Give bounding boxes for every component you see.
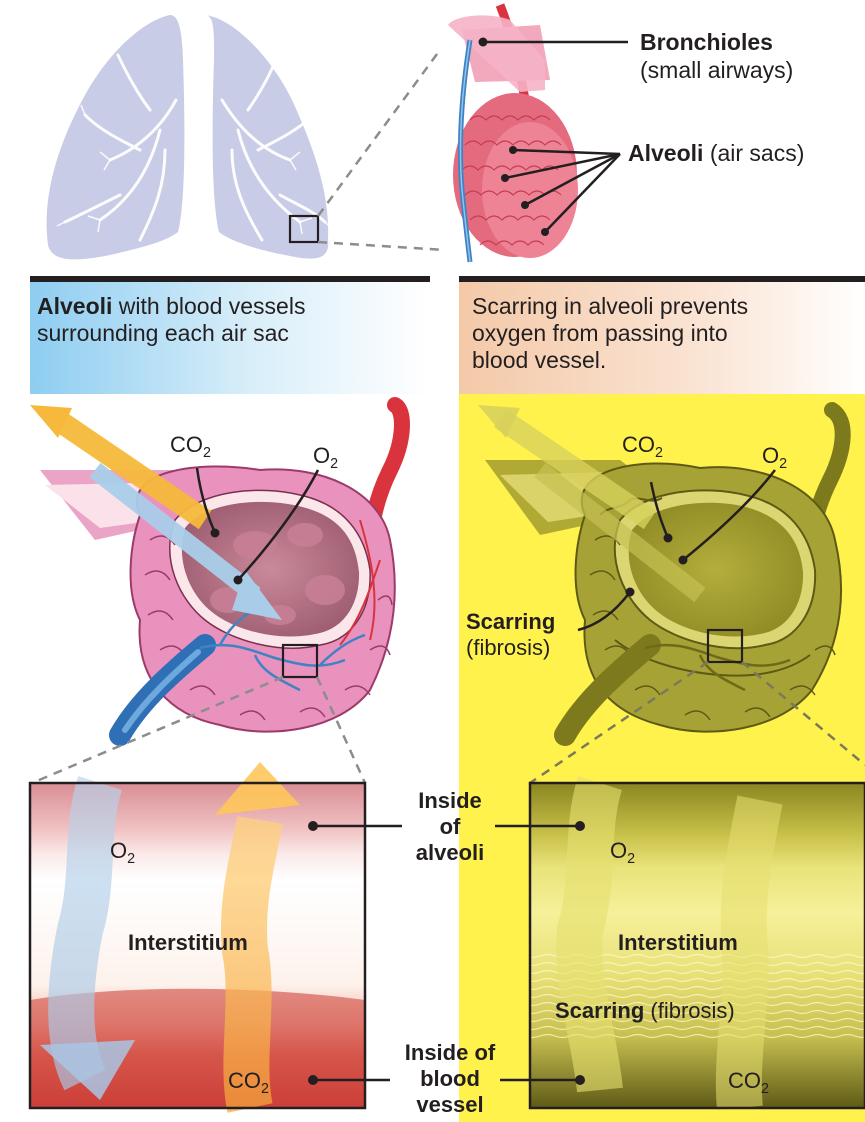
left-o2-label: O2 (313, 443, 338, 472)
o2-text: O (762, 443, 779, 468)
right-co2-label: CO2 (622, 432, 663, 461)
left-caption-line1: with blood vessels (112, 293, 305, 319)
co2-text: CO (728, 1068, 761, 1093)
co2-text: CO (228, 1068, 261, 1093)
leader-dot (308, 1075, 318, 1085)
leader-dot (501, 174, 509, 182)
right-box-scarring-subtitle: (fibrosis) (644, 998, 734, 1023)
inside-alveoli-line1: Inside (395, 788, 505, 814)
left-interstitium-label: Interstitium (128, 930, 248, 956)
left-caption-bold: Alveoli (37, 293, 112, 319)
left-caption-line2: surrounding each air sac (37, 320, 427, 347)
co2-subscript: 2 (203, 445, 211, 461)
leader-dot (575, 821, 585, 831)
leader-dot (664, 534, 673, 543)
right-caption-line3: blood vessel. (472, 347, 862, 374)
co2-text: CO (170, 432, 203, 457)
leader-dot (575, 1075, 585, 1085)
leader-dot (679, 556, 688, 565)
lungs-illustration (47, 15, 331, 259)
left-divider (30, 276, 430, 282)
co2-subscript: 2 (261, 1081, 269, 1097)
right-box-scarring-title: Scarring (555, 998, 644, 1023)
right-caption-line2: oxygen from passing into (472, 320, 862, 347)
bronchioles-label: Bronchioles (small airways) (640, 28, 793, 84)
o2-text: O (110, 838, 127, 863)
co2-subscript: 2 (761, 1081, 769, 1097)
right-divider (459, 276, 865, 282)
scarring-label: Scarring (fibrosis) (466, 609, 555, 661)
leader-dot (509, 146, 517, 154)
inside-vessel-line3: vessel (385, 1092, 515, 1118)
leader-dot (541, 228, 549, 236)
inside-vessel-line2: blood (385, 1066, 515, 1092)
o2-subscript: 2 (330, 456, 338, 472)
o2-text: O (610, 838, 627, 863)
left-box-o2-label: O2 (110, 838, 135, 867)
right-box-co2-label: CO2 (728, 1068, 769, 1097)
right-o2-label: O2 (762, 443, 787, 472)
bronchioles-alveoli-illustration (448, 5, 578, 262)
scarring-subtitle: (fibrosis) (466, 635, 555, 661)
right-box-o2-label: O2 (610, 838, 635, 867)
co2-subscript: 2 (655, 445, 663, 461)
right-interstitium-label: Interstitium (618, 930, 738, 956)
alveoli-label: Alveoli (air sacs) (628, 139, 804, 167)
bronchioles-title: Bronchioles (640, 28, 793, 56)
leader-dot (626, 588, 635, 597)
healthy-alveolus-illustration (30, 405, 402, 735)
leader-dot (479, 38, 488, 47)
o2-text: O (313, 443, 330, 468)
inside-alveoli-line3: alveoli (395, 840, 505, 866)
left-caption: Alveoli with blood vessels surrounding e… (37, 293, 427, 347)
alveoli-title: Alveoli (628, 140, 703, 166)
left-box-co2-label: CO2 (228, 1068, 269, 1097)
leader-dot (234, 576, 243, 585)
right-caption: Scarring in alveoli prevents oxygen from… (472, 293, 862, 374)
inside-alveoli-label: Inside of alveoli (395, 788, 505, 866)
left-co2-label: CO2 (170, 432, 211, 461)
o2-subscript: 2 (779, 456, 787, 472)
zoom-line (318, 242, 445, 250)
leader-dot (308, 821, 318, 831)
inside-vessel-line1: Inside of (385, 1040, 515, 1066)
bronchioles-subtitle: (small airways) (640, 56, 793, 84)
o2-subscript: 2 (627, 851, 635, 867)
inside-vessel-label: Inside of blood vessel (385, 1040, 515, 1118)
leader-dot (521, 201, 529, 209)
right-box-scarring-label: Scarring (fibrosis) (555, 998, 735, 1024)
scarring-title: Scarring (466, 609, 555, 635)
co2-text: CO (622, 432, 655, 457)
o2-subscript: 2 (127, 851, 135, 867)
leader-dot (211, 529, 220, 538)
zoom-line (318, 50, 440, 216)
right-caption-line1: Scarring in alveoli prevents (472, 293, 862, 320)
inside-alveoli-line2: of (395, 814, 505, 840)
alveoli-subtitle: (air sacs) (710, 140, 805, 166)
